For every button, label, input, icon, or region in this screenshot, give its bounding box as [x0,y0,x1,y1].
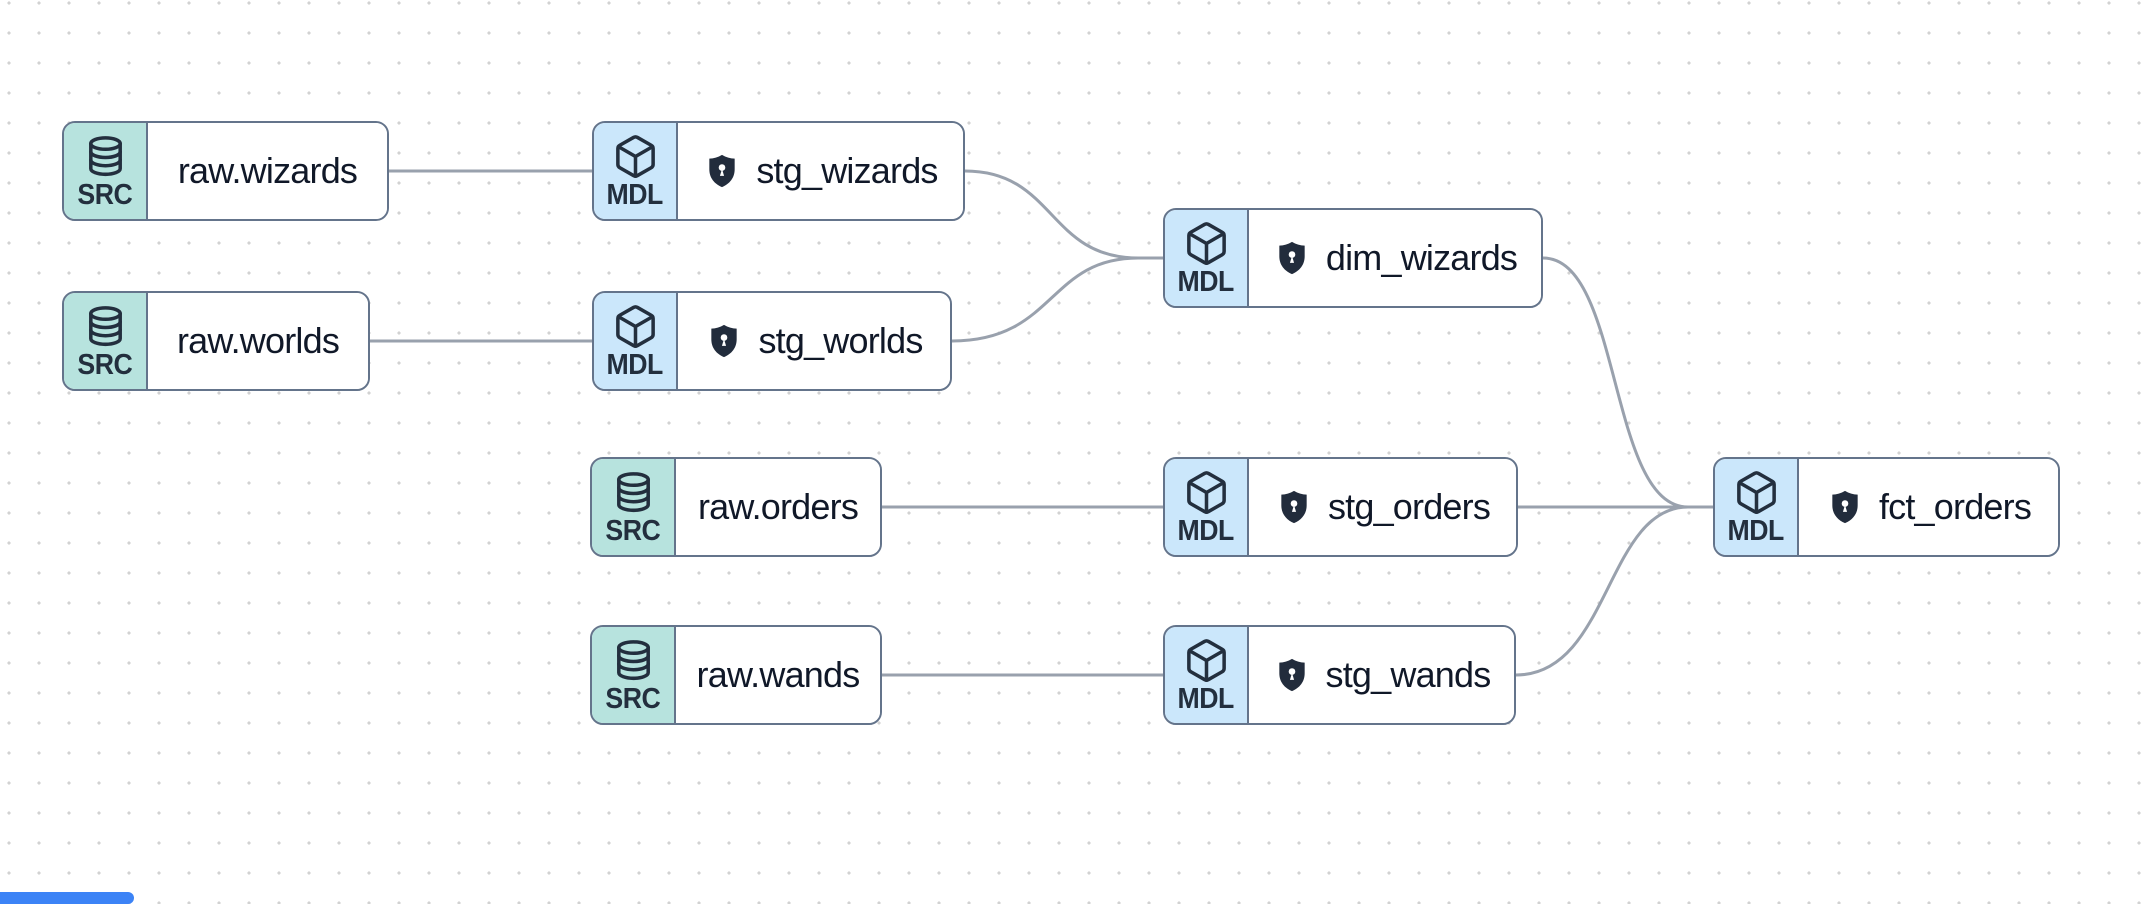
node-stg-wizards[interactable]: MDL stg_wizards [592,121,965,221]
node-label: stg_orders [1327,486,1491,527]
node-label: stg_worlds [758,320,923,361]
shield-lock-icon [705,321,743,361]
node-label: fct_orders [1878,486,2032,527]
cube-icon [612,303,659,350]
node-type-label: SRC [77,178,133,211]
node-type-panel: MDL [1165,627,1249,723]
node-body: stg_orders [1249,459,1516,555]
node-raw-worlds[interactable]: SRC raw.worlds [62,291,370,391]
node-type-label: MDL [1177,682,1235,715]
node-stg-wands[interactable]: MDL stg_wands [1163,625,1516,725]
node-body: raw.wands [676,627,880,723]
edge-dim_wizards-fct_orders [1541,256,1690,509]
node-raw-orders[interactable]: SRC raw.orders [590,457,882,557]
node-label: raw.worlds [176,320,340,361]
node-body: stg_wands [1249,627,1514,723]
node-body: raw.wizards [148,123,387,219]
node-body: fct_orders [1799,459,2058,555]
node-type-panel: MDL [1715,459,1799,555]
database-icon [610,469,657,516]
shield-lock-icon [703,151,741,191]
node-label: raw.orders [697,486,859,527]
node-label: raw.wizards [177,150,358,191]
node-type-label: MDL [606,348,664,381]
node-stg-orders[interactable]: MDL stg_orders [1163,457,1518,557]
cube-icon [1733,469,1780,516]
cube-icon [1183,637,1230,684]
node-fct-orders[interactable]: MDL fct_orders [1713,457,2060,557]
node-raw-wands[interactable]: SRC raw.wands [590,625,882,725]
edge-stg_worlds-dim_wizards [950,256,1140,343]
node-type-panel: MDL [594,293,678,389]
node-body: raw.orders [676,459,880,555]
horizontal-scrollbar-thumb[interactable] [0,892,134,904]
shield-lock-icon [1273,238,1311,278]
node-body: stg_worlds [678,293,950,389]
cube-icon [1183,469,1230,516]
node-type-panel: SRC [592,627,676,723]
shield-lock-icon [1273,655,1311,695]
node-label: dim_wizards [1325,237,1518,278]
node-type-label: SRC [77,348,133,381]
node-type-panel: MDL [594,123,678,219]
node-stg-worlds[interactable]: MDL stg_worlds [592,291,952,391]
node-type-panel: SRC [64,293,148,389]
node-label: raw.wands [696,654,861,695]
shield-lock-icon [1275,487,1313,527]
node-type-label: SRC [605,514,661,547]
node-type-panel: SRC [592,459,676,555]
node-type-label: MDL [1727,514,1785,547]
node-type-panel: MDL [1165,459,1249,555]
database-icon [610,637,657,684]
cube-icon [612,133,659,180]
cube-icon [1183,220,1230,267]
edge-stg_wizards-dim_wizards [963,169,1165,260]
database-icon [82,133,129,180]
node-type-label: MDL [1177,265,1235,298]
node-type-panel: MDL [1165,210,1249,306]
node-type-panel: SRC [64,123,148,219]
database-icon [82,303,129,350]
node-body: stg_wizards [678,123,963,219]
node-type-label: MDL [1177,514,1235,547]
edge-stg_wands-fct_orders [1514,505,1690,677]
node-label: stg_wands [1325,654,1492,695]
node-body: raw.worlds [148,293,368,389]
node-type-label: MDL [606,178,664,211]
node-body: dim_wizards [1249,210,1541,306]
node-type-label: SRC [605,682,661,715]
node-dim-wizards[interactable]: MDL dim_wizards [1163,208,1543,308]
node-raw-wizards[interactable]: SRC raw.wizards [62,121,389,221]
node-label: stg_wizards [756,150,938,191]
shield-lock-icon [1826,487,1864,527]
